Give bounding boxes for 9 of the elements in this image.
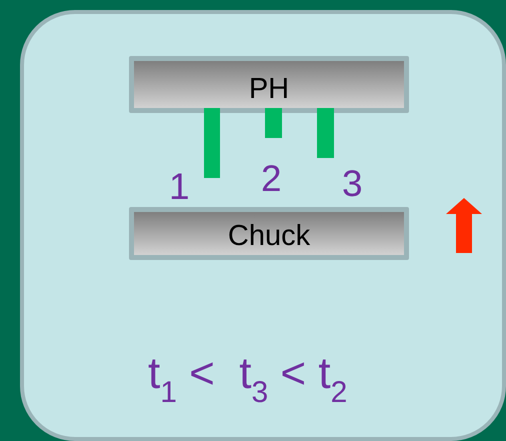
inequality-text: t$_{1}$ < t$_{3}$ < t$_{2}$ <box>148 352 348 408</box>
bar-label: Chuck <box>228 222 310 254</box>
pin-number: 1 <box>169 168 190 205</box>
panel-background <box>20 10 506 441</box>
chuck-bar <box>129 207 409 260</box>
print-head-bar <box>129 56 409 113</box>
pin-number: 3 <box>342 165 363 202</box>
bar-label: PH <box>248 75 290 107</box>
pin-number: 2 <box>261 160 282 197</box>
